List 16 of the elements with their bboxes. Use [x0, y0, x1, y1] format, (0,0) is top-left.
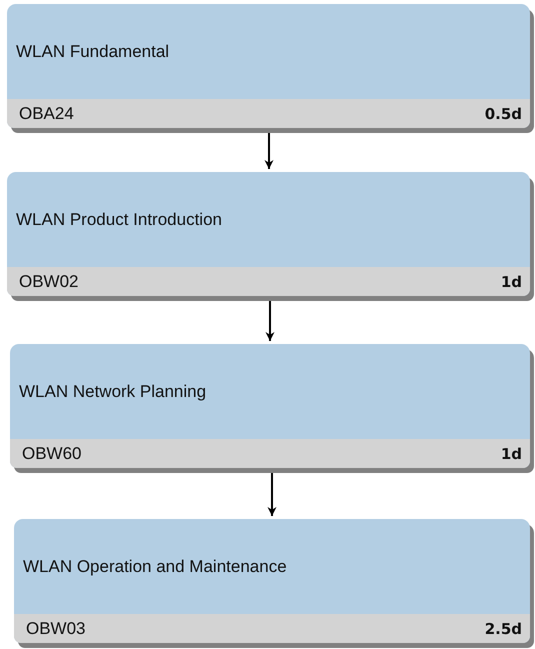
- course-code: OBW02: [19, 272, 79, 292]
- course-duration: 1d: [500, 444, 522, 462]
- course-box: [7, 172, 530, 296]
- course-duration: 0.5d: [484, 104, 522, 122]
- course-title: WLAN Product Introduction: [16, 210, 222, 230]
- course-title: WLAN Network Planning: [19, 382, 206, 402]
- course-box: [7, 4, 530, 128]
- course-duration: 2.5d: [484, 620, 522, 638]
- course-title: WLAN Fundamental: [16, 42, 170, 62]
- course-title: WLAN Operation and Maintenance: [23, 556, 287, 576]
- course-code: OBW60: [22, 444, 82, 464]
- course-box: [10, 344, 530, 468]
- course-code: OBA24: [19, 104, 74, 124]
- course-box: [14, 519, 530, 643]
- course-code: OBW03: [26, 618, 86, 638]
- course-duration: 1d: [500, 272, 522, 290]
